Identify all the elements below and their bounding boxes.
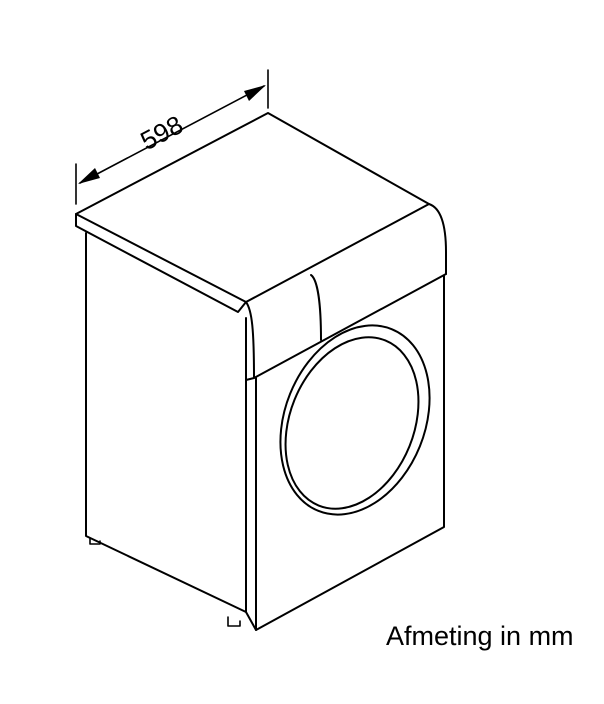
cabinet-body: [85, 232, 445, 631]
control-panel-divider: [310, 274, 322, 341]
cabinet-left-side: [85, 232, 247, 613]
unit-caption: Afmeting in mm: [386, 621, 574, 651]
control-panel: [245, 273, 447, 381]
porthole-door: [279, 324, 431, 516]
dimension-arrowhead-left: [78, 168, 100, 184]
width-dimension: 598: [75, 69, 269, 205]
dimension-line: [79, 85, 265, 184]
top-surface: [75, 112, 430, 303]
control-panel-outline: [245, 273, 447, 379]
top-front-edge: [75, 213, 247, 313]
appliance-top: [75, 112, 447, 313]
door-outer-ring: [279, 324, 431, 516]
top-right-rounded-edge: [428, 203, 447, 275]
foot-left: [89, 537, 101, 545]
foot-front: [227, 616, 241, 627]
appliance-feet: [89, 537, 241, 627]
dimension-arrowhead-right: [244, 85, 266, 101]
door-inner-ring: [284, 336, 420, 510]
